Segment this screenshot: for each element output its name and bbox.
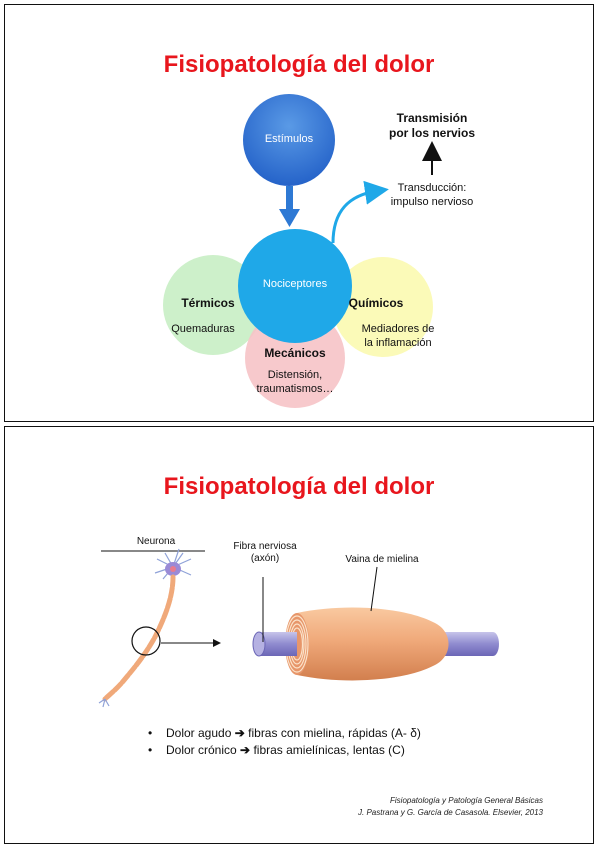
slide-2-title: Fisiopatología del dolor — [163, 473, 435, 500]
arrow-icon: ➔ — [240, 743, 251, 757]
transduccion-label: Transducción: impulso nervioso — [390, 182, 474, 208]
bullet-list: •Dolor agudo ➔ fibras con mielina, rápid… — [148, 725, 421, 759]
termicos-circle — [163, 255, 263, 355]
quimicos-title: Químicos — [348, 296, 404, 310]
down-arrow-head — [279, 209, 300, 227]
nociceptores-label: Nociceptores — [262, 278, 328, 290]
transmision-label: Transmisión por los nervios — [388, 111, 476, 140]
quimicos-circle — [333, 257, 433, 357]
source-credit: Fisiopatología y Patología General Básic… — [358, 796, 543, 817]
neuron-drawing — [98, 548, 221, 708]
transduccion-arrow — [331, 180, 389, 244]
nociceptores-circle — [238, 229, 352, 343]
mecanicos-title: Mecánicos — [264, 346, 326, 360]
termicos-title: Térmicos — [181, 296, 235, 310]
neurona-label: Neurona — [136, 536, 176, 547]
bullet-item-1: •Dolor agudo ➔ fibras con mielina, rápid… — [148, 726, 421, 740]
vaina-label: Vaina de mielina — [345, 554, 419, 565]
mecanicos-sub: Distensión, traumatismos… — [256, 369, 334, 395]
arrow-icon: ➔ — [234, 726, 245, 740]
axon-left-tube — [259, 632, 297, 656]
axon-end-cap — [252, 631, 266, 657]
vaina-pointer — [370, 566, 378, 612]
slide-2: Fisiopatología del dolor — [4, 426, 594, 844]
termicos-sub: Quemaduras — [171, 323, 235, 335]
bullet-item-2: •Dolor crónico ➔ fibras amielínicas, len… — [148, 743, 405, 757]
estimulos-circle — [243, 94, 335, 186]
axon-illustration — [98, 548, 499, 708]
fibra-label: Fibra nerviosa (axón) — [233, 541, 297, 564]
myelin-sheath — [297, 607, 449, 681]
nociceptor-diagram — [163, 94, 442, 408]
slide-1-title: Fisiopatología del dolor — [163, 51, 435, 78]
quimicos-sub: Mediadores de la inflamación — [361, 323, 435, 349]
slide-1: Fisiopatología del dolor Es — [4, 4, 594, 422]
down-arrow-shaft — [286, 186, 293, 210]
estimulos-label: Estímulos — [264, 133, 314, 145]
